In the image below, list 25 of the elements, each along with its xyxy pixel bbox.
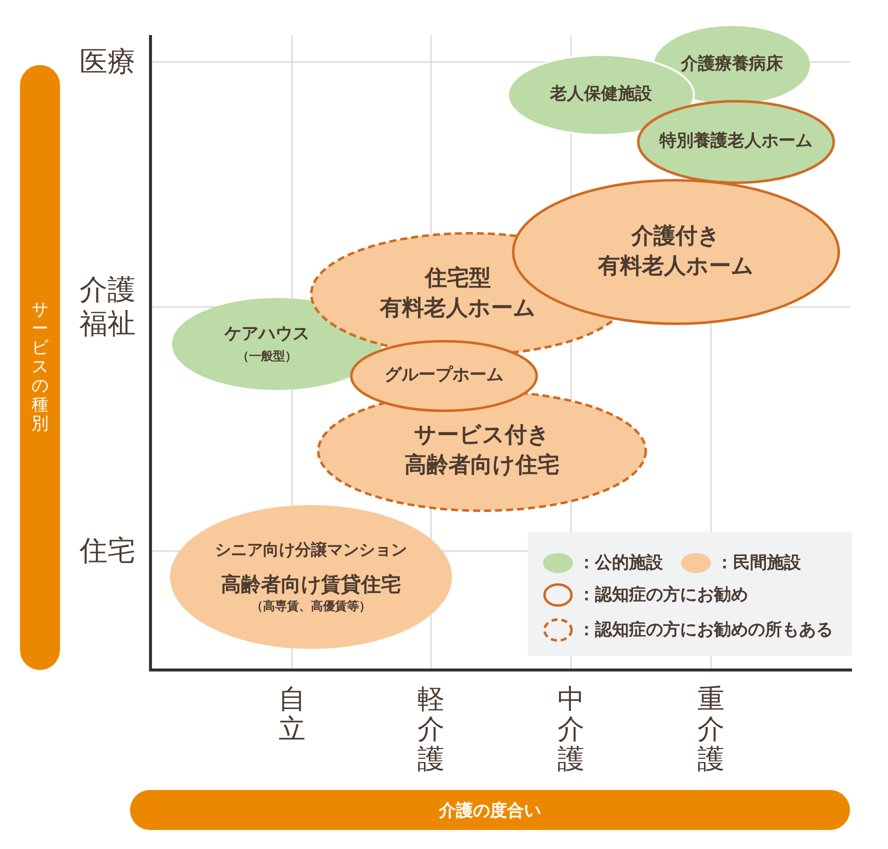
axis-title: サービスの種別: [32, 300, 48, 434]
axis-label: 住宅: [78, 534, 136, 568]
legend-label: ：認知症の方にお勧めの所もある: [578, 619, 833, 641]
facility-name: 老人保健施設: [550, 83, 652, 106]
legend-label: ：認知症の方にお勧め: [578, 584, 748, 606]
axis-label: 中介護: [558, 685, 584, 775]
facility-name: 高齢者向け賃貸住宅: [221, 571, 401, 598]
axis-label: 重介護: [698, 685, 724, 775]
facility-name: 住宅型有料老人ホーム: [378, 264, 537, 323]
facility-name: ケアハウス: [224, 323, 310, 346]
facility-name: 介護療養病床: [681, 53, 783, 76]
legend-label: ：公的施設: [578, 552, 663, 574]
axis-label: 医療: [78, 45, 136, 79]
legend-label: ：民間施設: [716, 552, 801, 574]
axis-label: 軽介護: [418, 685, 444, 775]
facility-name: グループホーム: [384, 364, 504, 388]
facility-name: シニア向け分譲マンション: [215, 539, 407, 562]
facility-note: （一般型）: [237, 348, 297, 365]
facility-name: 介護付き有料老人ホーム: [596, 223, 755, 281]
axis-title: 介護の度合い: [439, 800, 541, 822]
facility-name: サービス付き高齢者向け住宅: [403, 422, 560, 480]
axis-label: 自立: [278, 685, 306, 745]
facility-name: 特別養護老人ホーム: [660, 130, 812, 154]
axis-label: 介護福祉: [78, 273, 136, 341]
facility-note: （高専賃、高優賃等）: [251, 598, 371, 615]
